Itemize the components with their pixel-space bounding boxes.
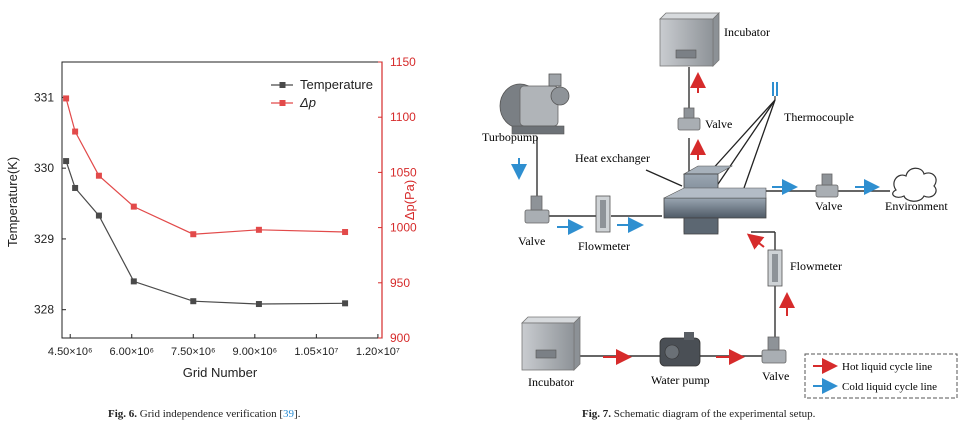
grid-independence-chart: 4.50×10⁶ 6.00×10⁶ 7.50×10⁶ 9.00×10⁶ 1.05×10⁷…	[5, 55, 417, 380]
valve-bottom-label: Valve	[762, 369, 789, 383]
fig6-caption-label: Fig. 6.	[108, 408, 138, 420]
valve-top	[677, 107, 701, 131]
x-tick-label: 1.05×10⁷	[294, 346, 338, 358]
fig7-caption-label: Fig. 7.	[582, 408, 612, 420]
legend-marker-temperature	[279, 82, 286, 88]
data-point-temperature	[72, 184, 79, 191]
valve-left-label: Valve	[518, 234, 545, 248]
incubator-bottom	[521, 316, 581, 371]
left-y-tick-label: 331	[34, 90, 54, 104]
left-y-tick-label: 329	[34, 232, 54, 246]
heat-exchanger-label: Heat exchanger	[575, 151, 650, 165]
data-point-dp	[72, 128, 79, 135]
data-point-temperature	[63, 158, 70, 165]
right-y-axis-ticks: 900 950 1000 1050 1100 1150	[378, 55, 417, 345]
x-tick-label: 6.00×10⁶	[109, 346, 154, 358]
flowmeter-left	[595, 195, 611, 233]
legend-cold-label: Cold liquid cycle line	[842, 381, 937, 393]
plot-frame	[61, 61, 383, 339]
cold-flow-arrows	[511, 158, 880, 235]
x-tick-label: 4.50×10⁶	[48, 346, 93, 358]
valve-left	[524, 195, 550, 224]
left-y-tick-label: 328	[34, 303, 54, 317]
hot-arrow	[746, 233, 765, 250]
fig6-caption-text: Grid independence verification [	[139, 408, 284, 420]
data-point-temperature	[255, 301, 262, 308]
series-line-dp	[65, 98, 346, 235]
data-point-dp	[342, 229, 349, 236]
series-layer	[63, 95, 349, 308]
fig6-citation-link[interactable]: 39	[283, 408, 295, 420]
environment-cloud	[892, 167, 937, 202]
valve-bottom	[761, 336, 787, 364]
legend-label-dp: Δp	[299, 95, 316, 110]
fig6-caption: Fig. 6. Grid independence verification […	[108, 408, 300, 420]
incubator-top	[659, 12, 720, 67]
right-y-tick-label: 1100	[390, 110, 416, 124]
left-y-tick-label: 330	[34, 161, 54, 175]
data-point-dp	[95, 172, 102, 179]
series-line-temperature	[65, 160, 346, 305]
right-y-tick-label: 1050	[390, 165, 417, 179]
hot-flow-arrows	[603, 72, 795, 365]
data-point-temperature	[95, 212, 102, 219]
water-pump	[659, 332, 701, 367]
right-y-tick-label: 950	[390, 276, 410, 290]
x-axis-ticks: 4.50×10⁶ 6.00×10⁶ 7.50×10⁶ 9.00×10⁶ 1.05×10⁷…	[48, 334, 400, 358]
heat-exchanger	[663, 165, 767, 235]
x-tick-label: 7.50×10⁶	[171, 346, 216, 358]
left-y-axis-label: Temperature(K)	[5, 157, 20, 247]
legend-marker-dp	[279, 100, 286, 106]
heat-exchanger-pointer	[645, 169, 683, 187]
right-y-tick-label: 1000	[390, 221, 417, 235]
incubator-top-label: Incubator	[724, 25, 770, 39]
right-y-tick-label: 900	[390, 331, 410, 345]
water-pump-label: Water pump	[651, 373, 710, 387]
flowmeter-right-label: Flowmeter	[790, 259, 842, 273]
data-point-temperature	[190, 298, 197, 305]
plot-border	[61, 61, 383, 339]
data-point-temperature	[130, 278, 137, 285]
fig7-caption: Fig. 7. Schematic diagram of the experim…	[582, 408, 815, 420]
legend-hot-label: Hot liquid cycle line	[842, 361, 932, 373]
incubator-bottom-label: Incubator	[528, 375, 574, 389]
flowmeter-left-label: Flowmeter	[578, 239, 630, 253]
data-point-dp	[63, 95, 70, 102]
legend-label-temperature: Temperature	[300, 77, 373, 92]
data-point-temperature	[342, 300, 349, 307]
data-point-dp	[190, 231, 197, 238]
x-axis-label: Grid Number	[183, 365, 258, 380]
environment-label: Environment	[885, 199, 948, 213]
valve-top-label: Valve	[705, 117, 732, 131]
diagram-legend: Hot liquid cycle line Cold liquid cycle …	[804, 353, 958, 399]
turbopump-label: Turbopump	[482, 130, 538, 144]
chart-legend: Temperature Δp	[271, 77, 373, 110]
x-tick-label: 1.20×10⁷	[356, 346, 400, 358]
valve-right-label: Valve	[815, 199, 842, 213]
data-point-dp	[255, 226, 262, 233]
left-y-axis-ticks: 328 329 330 331	[34, 90, 66, 317]
fig7-caption-text: Schematic diagram of the experimental se…	[613, 408, 816, 420]
flowmeter-right	[767, 249, 783, 287]
right-y-axis-label: Δp(Pa)	[402, 180, 417, 220]
right-y-tick-label: 1150	[390, 55, 416, 69]
experimental-setup-diagram: Incubator Valve Thermocouple Turbopump H…	[482, 12, 958, 399]
turbopump	[499, 73, 570, 135]
thermocouple-label: Thermocouple	[784, 110, 854, 124]
valve-right	[815, 173, 839, 198]
x-tick-label: 9.00×10⁶	[233, 346, 278, 358]
data-point-dp	[130, 203, 137, 210]
fig6-caption-end: ].	[294, 408, 301, 420]
